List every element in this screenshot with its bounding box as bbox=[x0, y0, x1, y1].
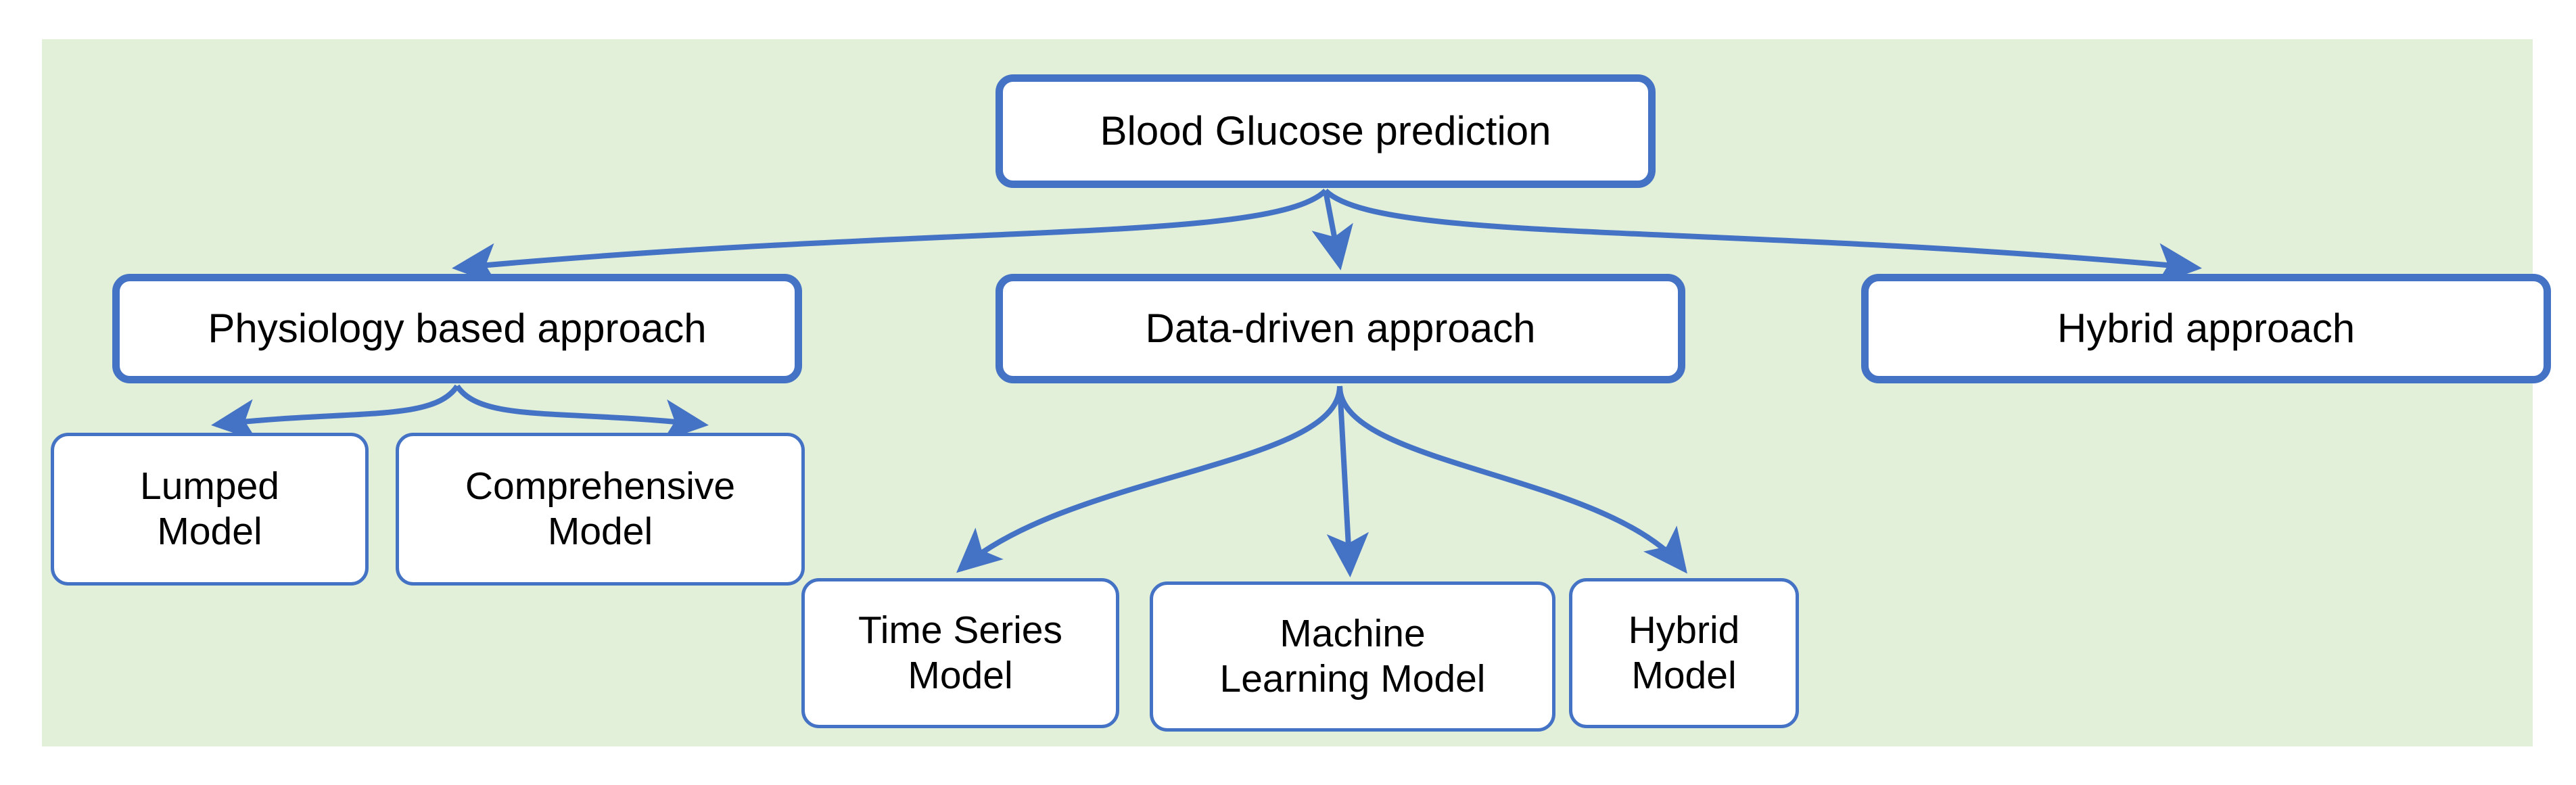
node-label-comprehensive-model: Comprehensive Model bbox=[465, 464, 736, 553]
node-label-blood-glucose-prediction: Blood Glucose prediction bbox=[1100, 108, 1551, 153]
node-machine-learning-model[interactable]: Machine Learning Model bbox=[1150, 581, 1555, 732]
node-hybrid-model[interactable]: Hybrid Model bbox=[1569, 578, 1799, 728]
node-hybrid-approach[interactable]: Hybrid approach bbox=[1861, 274, 2551, 383]
node-label-physiology-based-approach: Physiology based approach bbox=[208, 305, 707, 351]
node-label-data-driven-approach: Data-driven approach bbox=[1145, 305, 1536, 351]
node-label-lumped-model: Lumped Model bbox=[140, 464, 279, 553]
node-time-series-model[interactable]: Time Series Model bbox=[801, 578, 1119, 728]
node-physiology-based-approach[interactable]: Physiology based approach bbox=[112, 274, 802, 383]
node-label-time-series-model: Time Series Model bbox=[858, 608, 1062, 697]
node-comprehensive-model[interactable]: Comprehensive Model bbox=[396, 433, 805, 586]
node-blood-glucose-prediction[interactable]: Blood Glucose prediction bbox=[996, 74, 1656, 188]
node-label-hybrid-approach: Hybrid approach bbox=[2057, 305, 2356, 351]
node-label-hybrid-model: Hybrid Model bbox=[1628, 608, 1740, 697]
node-lumped-model[interactable]: Lumped Model bbox=[51, 433, 369, 586]
node-data-driven-approach[interactable]: Data-driven approach bbox=[996, 274, 1685, 383]
node-label-machine-learning-model: Machine Learning Model bbox=[1219, 611, 1486, 700]
